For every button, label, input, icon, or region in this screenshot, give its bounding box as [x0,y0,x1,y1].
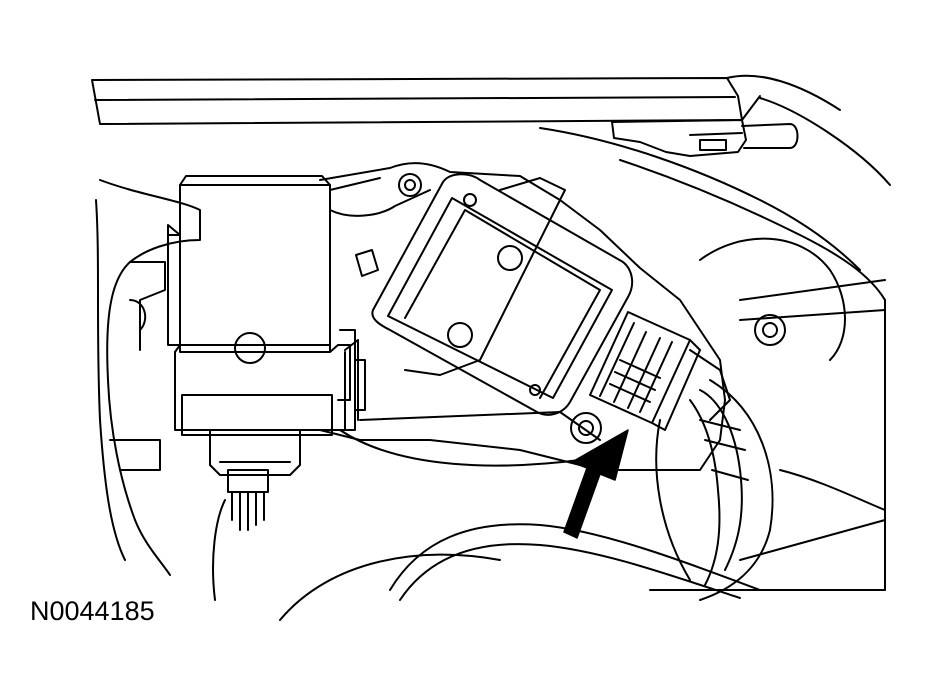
tilted-control-module [371,173,634,444]
callout-arrow [563,429,629,539]
highlighted-connector [589,311,731,431]
upper-trim-rail [91,74,891,186]
lower-harness-loop [279,523,761,621]
mounting-bracket [319,162,726,471]
wire-harness [655,379,774,601]
figure-id-label: N0044185 [30,596,155,626]
left-sub-bracket [109,261,166,471]
left-control-module [167,175,366,436]
right-lower-frame [739,279,886,561]
left-module-connector [209,429,301,601]
door-panel-outline [95,127,886,591]
upper-connector [611,119,799,157]
